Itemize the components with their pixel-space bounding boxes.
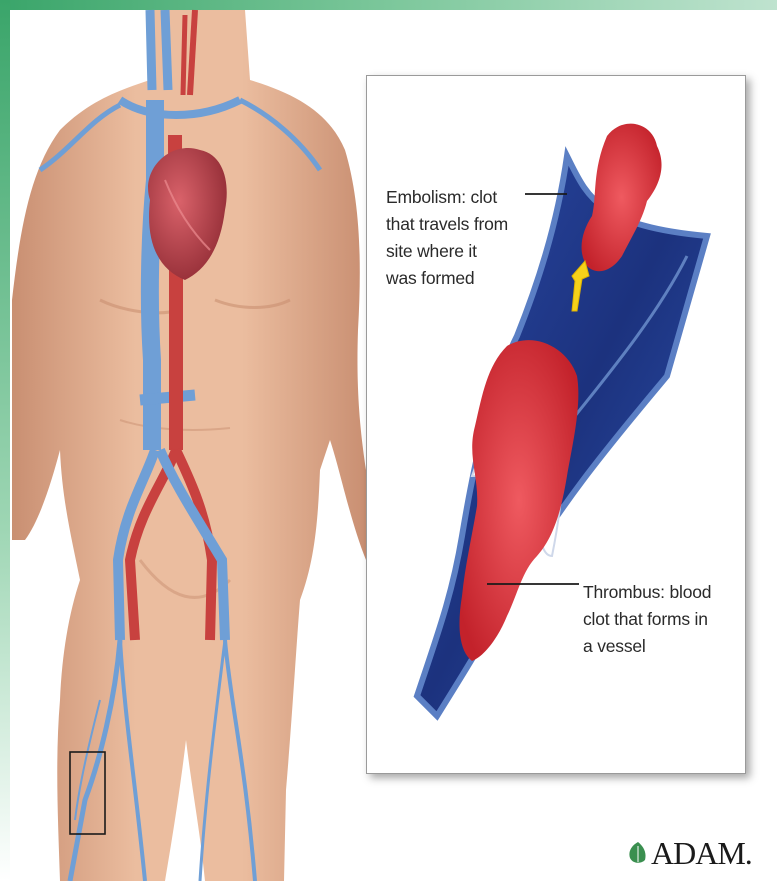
brand-name: ADAM. [651, 835, 752, 872]
leaf-icon [625, 840, 651, 866]
brand-logo: ADAM. [625, 833, 752, 873]
inset-panel: Embolism: clot that travels from site wh… [366, 75, 746, 774]
thrombus-label: Thrombus: blood clot that forms in a ves… [583, 579, 743, 660]
vessel-illustration [367, 76, 745, 773]
torso [12, 10, 366, 881]
thrombus-clot [459, 340, 578, 661]
embolism-label: Embolism: clot that travels from site wh… [386, 184, 536, 292]
